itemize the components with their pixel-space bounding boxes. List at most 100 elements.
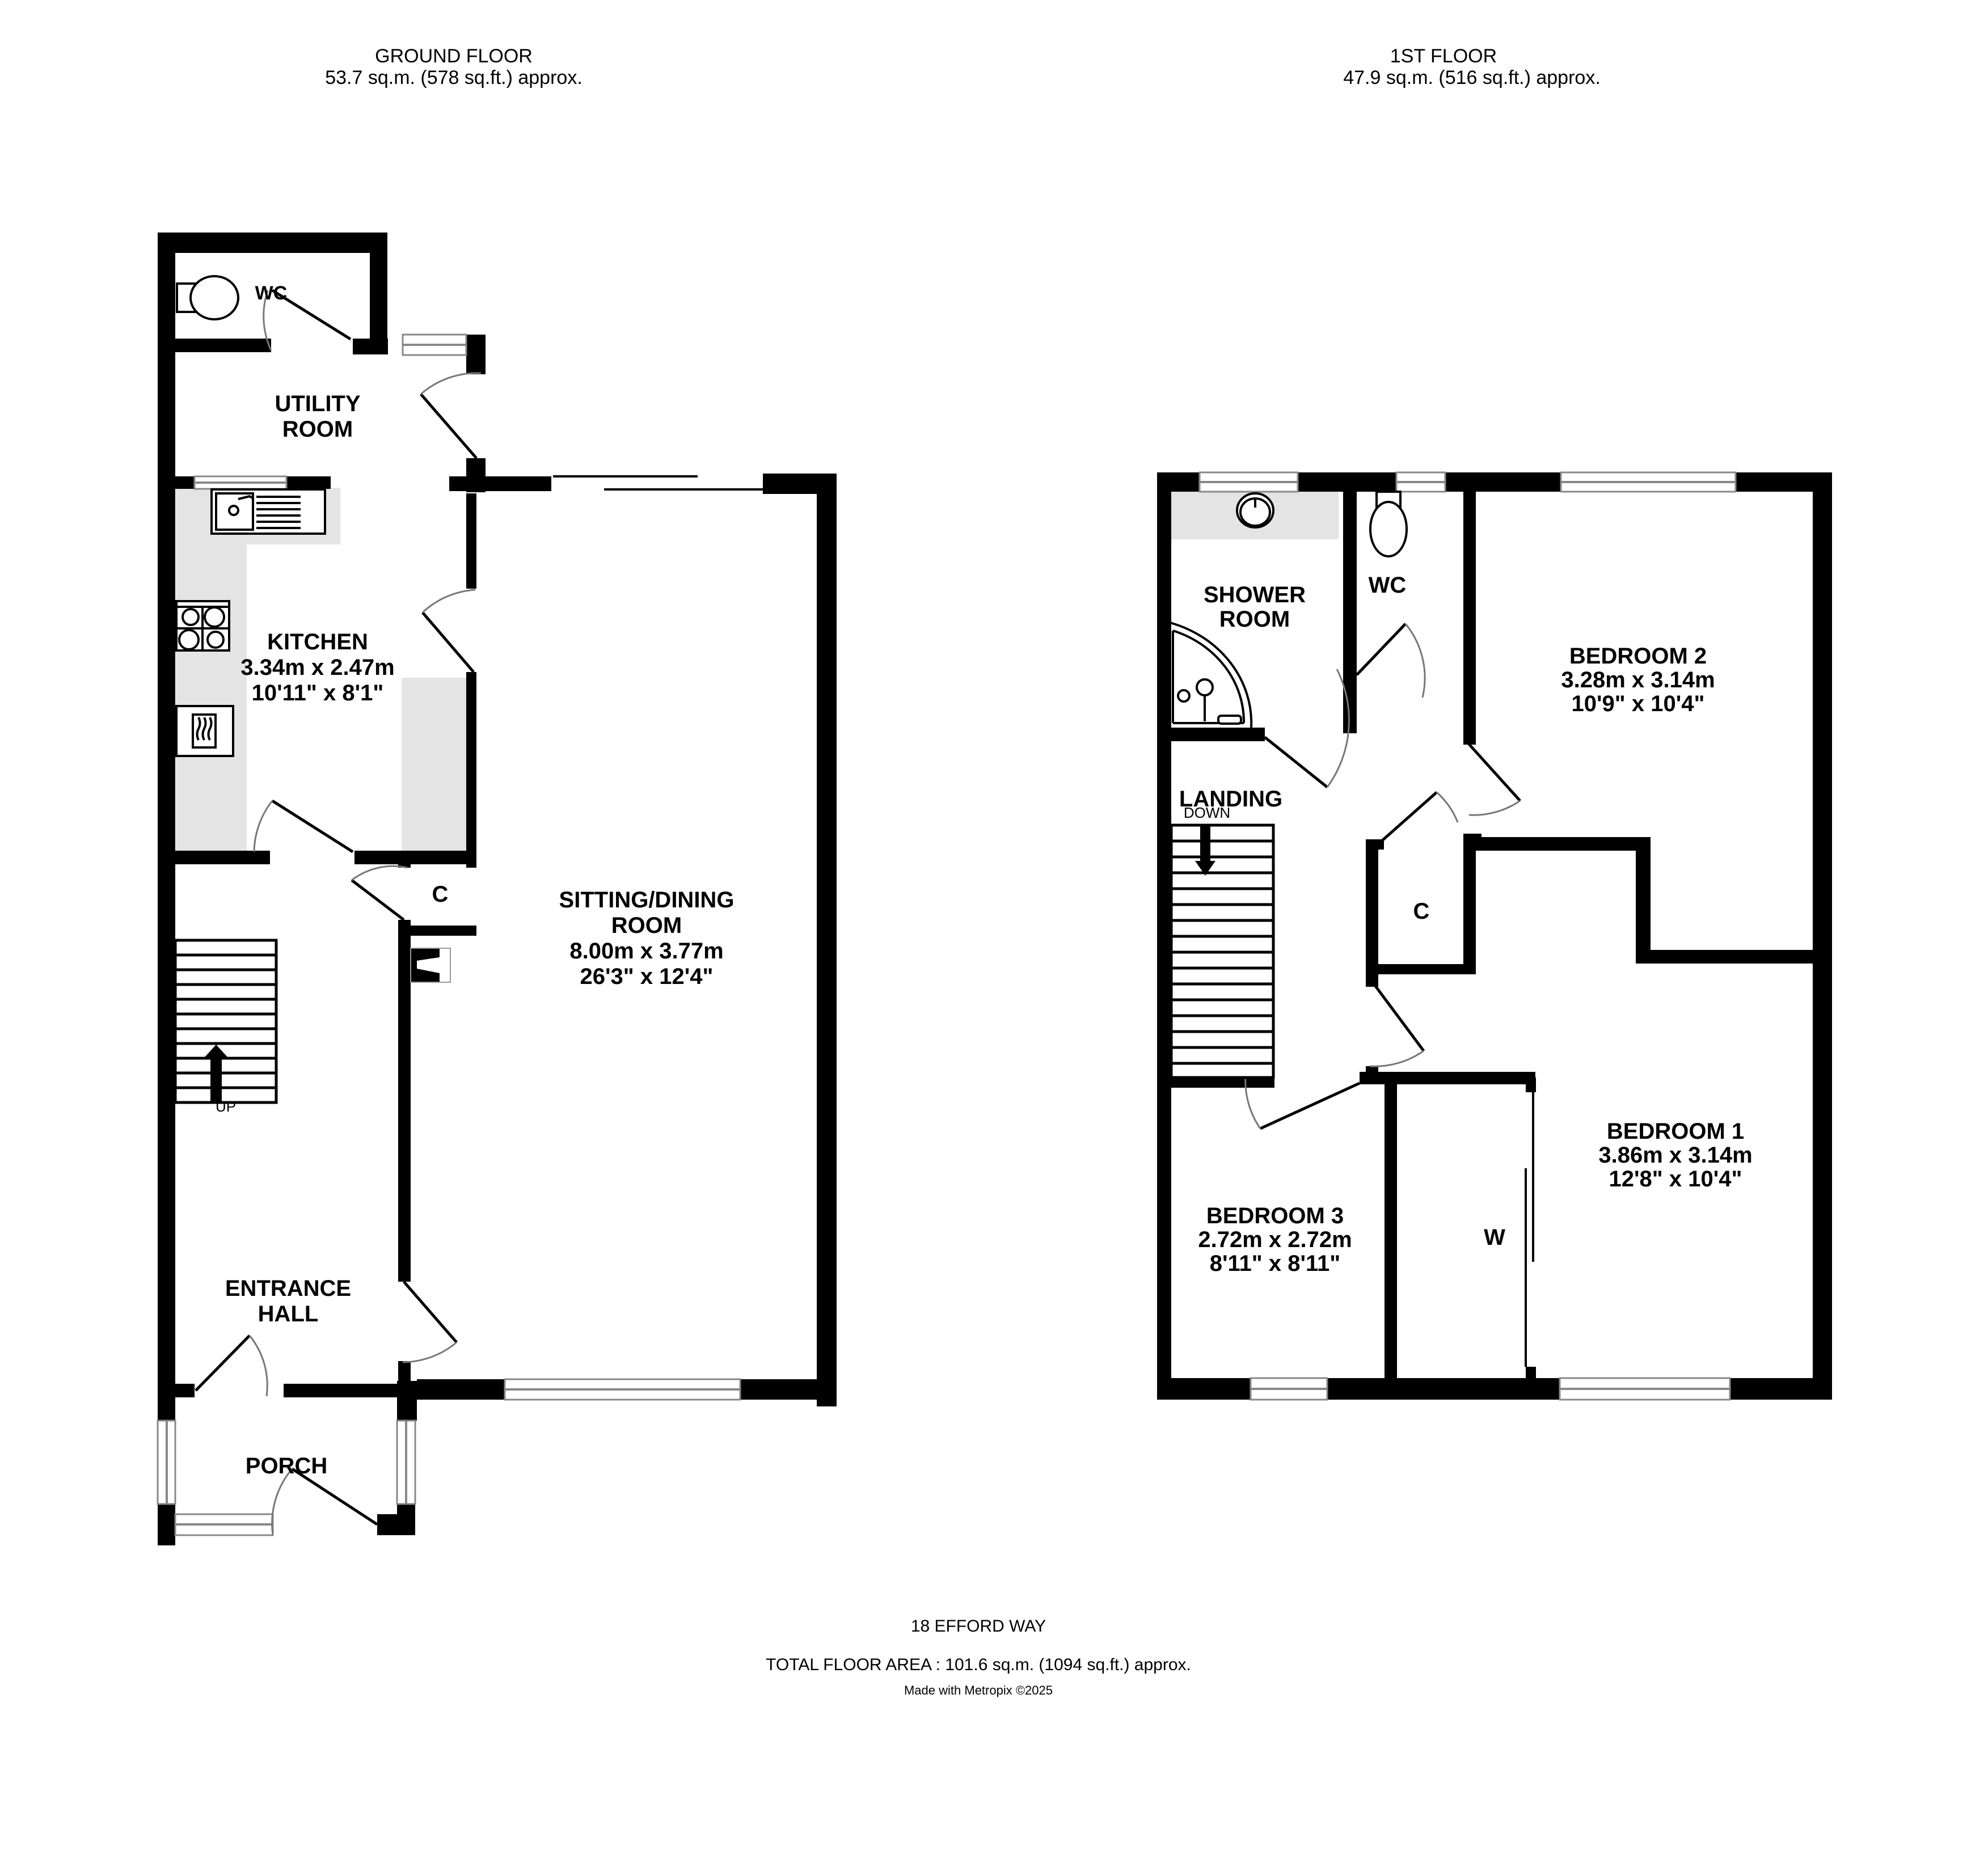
wall <box>1366 839 1384 850</box>
wall <box>466 672 476 868</box>
bedroom2-dim-imperial: 10'9" x 10'4" <box>1572 691 1705 716</box>
kitchen-dim-metric: 3.34m x 2.47m <box>240 655 394 680</box>
wall <box>158 233 387 253</box>
toilet-icon <box>176 275 239 320</box>
window <box>1559 1377 1731 1401</box>
wall <box>158 476 195 489</box>
window <box>193 475 288 490</box>
room-label-wardrobe: W <box>1484 1225 1505 1250</box>
window <box>402 333 467 356</box>
first-floor-area: 47.9 sq.m. (516 sq.ft.) approx. <box>1343 67 1601 88</box>
washing-machine-icon <box>175 705 234 757</box>
wall <box>1366 839 1378 987</box>
staircase-down <box>1170 823 1275 1079</box>
wall <box>1730 1378 1832 1400</box>
kitchen-worktop-right <box>402 678 470 851</box>
wall <box>284 1384 417 1397</box>
toilet-icon <box>1369 491 1408 557</box>
window <box>1250 1377 1328 1401</box>
first-floor-header: 1ST FLOOR 47.9 sq.m. (516 sq.ft.) approx… <box>1343 45 1601 88</box>
wall <box>158 233 175 1545</box>
chimney-breast <box>411 948 440 982</box>
wall <box>397 1381 417 1421</box>
chimney-outline <box>410 948 451 983</box>
bedroom1-dim-metric: 3.86m x 3.14m <box>1598 1143 1752 1168</box>
room-label-cupboard-first: C <box>1413 899 1430 924</box>
wall <box>158 339 271 352</box>
sitting-dim-imperial: 26'3" x 12'4" <box>580 964 714 989</box>
bedroom2-dim-metric: 3.28m x 3.14m <box>1561 667 1715 692</box>
staircase-up <box>174 939 278 1104</box>
door-kitchen-sitting <box>421 589 476 673</box>
wall <box>398 851 411 868</box>
room-label-shower-1: SHOWER <box>1204 582 1306 607</box>
first-floor-title: 1ST FLOOR <box>1390 45 1497 67</box>
door-utility-external <box>420 372 482 459</box>
wall <box>354 851 476 864</box>
room-label-bedroom3: BEDROOM 3 <box>1206 1203 1344 1228</box>
wall <box>1343 669 1357 681</box>
room-label-cupboard: C <box>432 882 449 907</box>
room-label-sitting-1: SITTING/DINING <box>559 888 735 912</box>
wall <box>1327 1378 1560 1400</box>
sitting-dim-metric: 8.00m x 3.77m <box>569 939 723 964</box>
wall <box>1636 950 1832 964</box>
window <box>1560 471 1737 493</box>
footer: 18 EFFORD WAY TOTAL FLOOR AREA : 101.6 s… <box>766 1617 1191 1697</box>
wall <box>1813 472 1832 1400</box>
wall <box>417 1379 505 1400</box>
door-front <box>271 1467 378 1536</box>
bedroom3-dim-imperial: 8'11" x 8'11" <box>1210 1251 1341 1276</box>
door-cupboard <box>351 865 408 921</box>
door-shower-room <box>1264 669 1350 788</box>
wall <box>1385 1078 1397 1389</box>
credit: Made with Metropix ©2025 <box>904 1683 1053 1697</box>
room-label-sitting-2: ROOM <box>611 913 682 938</box>
window <box>1198 471 1299 493</box>
sink-icon <box>210 488 326 535</box>
wall <box>286 476 331 489</box>
ground-floor-header: GROUND FLOOR 53.7 sq.m. (578 sq.ft.) app… <box>325 45 583 88</box>
bedroom3-dim-metric: 2.72m x 2.72m <box>1198 1227 1352 1252</box>
wall <box>1343 472 1357 733</box>
room-label-hall-1: ENTRANCE <box>225 1276 351 1301</box>
wall <box>1157 472 1171 1400</box>
door-bedroom1 <box>1369 981 1425 1067</box>
ground-floor-title: GROUND FLOOR <box>375 45 533 67</box>
wall <box>1463 472 1476 745</box>
property-address: 18 EFFORD WAY <box>911 1617 1046 1636</box>
kitchen-dim-imperial: 10'11" x 8'1" <box>252 681 384 705</box>
door-kitchen-hall <box>253 799 354 854</box>
shower-enclosure-icon <box>1170 622 1253 728</box>
wall <box>158 851 270 864</box>
room-label-bedroom2: BEDROOM 2 <box>1569 644 1707 669</box>
wall <box>1357 472 1396 492</box>
window <box>1395 471 1446 493</box>
wall <box>817 474 837 1406</box>
wall <box>353 339 388 354</box>
door-cupboard-first <box>1381 791 1459 842</box>
room-label-shower-2: ROOM <box>1219 607 1290 632</box>
wall <box>1366 1066 1378 1078</box>
arrow-up-icon <box>204 1045 228 1101</box>
wall <box>398 1361 411 1384</box>
wall <box>449 476 551 491</box>
wall <box>370 233 387 354</box>
door-bedroom2 <box>1467 742 1521 816</box>
wall <box>377 1514 415 1535</box>
room-label-kitchen: KITCHEN <box>267 629 368 654</box>
wardrobe-sliding-door <box>1525 1092 1534 1367</box>
stairs-up-label: UP <box>216 1098 236 1115</box>
wall <box>1463 839 1476 974</box>
door-bedroom3 <box>1244 1074 1361 1130</box>
door-wc-first <box>1356 623 1426 698</box>
wall <box>398 926 476 936</box>
ground-floor-area: 53.7 sq.m. (578 sq.ft.) approx. <box>325 67 583 88</box>
room-label-porch: PORCH <box>246 1454 327 1478</box>
door-wc <box>263 289 352 351</box>
room-label-wc-first: WC <box>1369 573 1407 598</box>
wall <box>466 335 486 374</box>
wall <box>1360 1072 1535 1084</box>
sliding-door <box>553 475 763 491</box>
